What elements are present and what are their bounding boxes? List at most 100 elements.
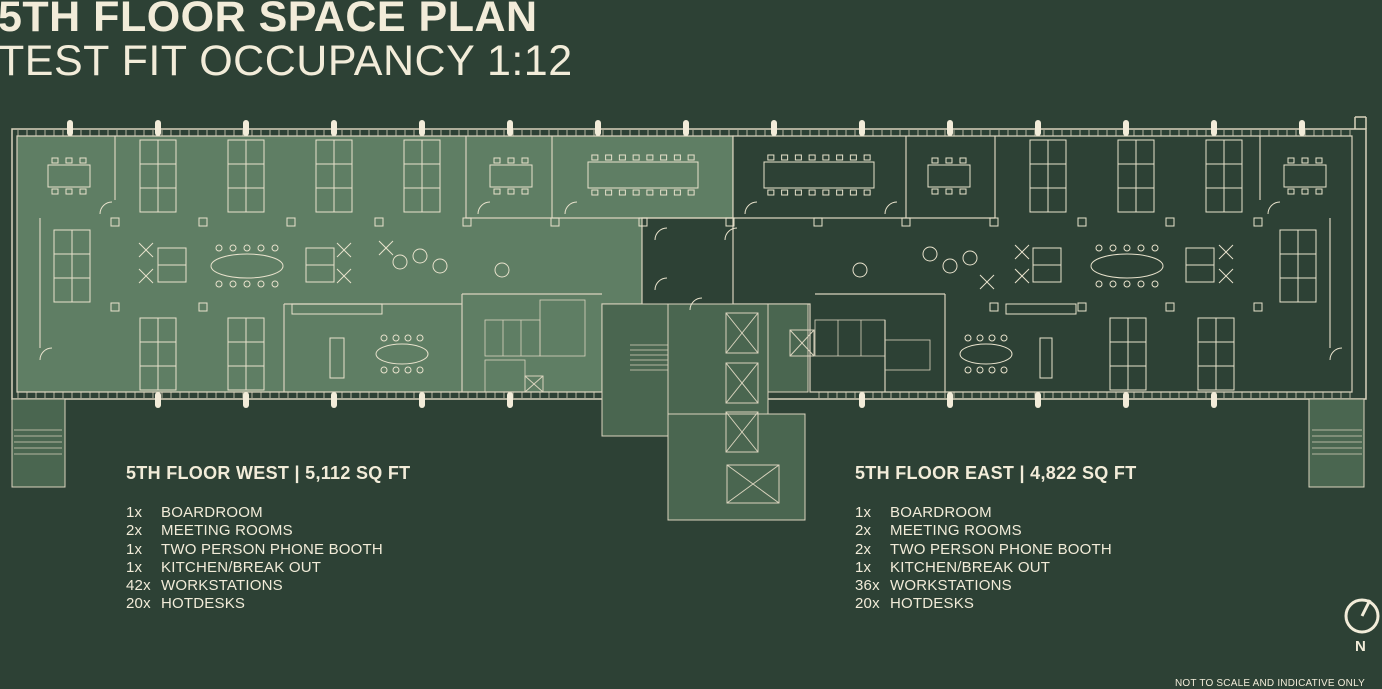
chair	[945, 157, 953, 164]
chair	[257, 280, 265, 288]
oval-table	[210, 253, 284, 279]
plant	[336, 268, 352, 284]
column-square	[1077, 302, 1087, 312]
chair	[1095, 244, 1103, 252]
chair	[964, 366, 972, 374]
plant	[1014, 268, 1030, 284]
chair	[849, 189, 857, 196]
column-square	[638, 217, 648, 227]
item-qty: 1x	[126, 504, 143, 521]
column-square	[813, 217, 823, 227]
lounge-chair	[412, 248, 428, 264]
chair	[945, 188, 953, 195]
chair	[591, 189, 599, 196]
lounge-chair	[392, 254, 408, 270]
chair	[794, 189, 802, 196]
column-square	[1165, 302, 1175, 312]
chair	[521, 157, 529, 164]
chair	[271, 244, 279, 252]
core-stair	[630, 344, 668, 371]
desk	[157, 187, 177, 213]
door-swing	[724, 227, 738, 241]
chair	[380, 366, 388, 374]
chair	[849, 154, 857, 161]
east-stair-tower	[1308, 398, 1365, 488]
chair	[507, 157, 515, 164]
chair	[1000, 366, 1008, 374]
chair	[964, 334, 972, 342]
chair	[959, 188, 967, 195]
column	[947, 392, 953, 408]
column-square	[989, 217, 999, 227]
chair	[1000, 334, 1008, 342]
door-swing	[654, 227, 668, 241]
chair	[988, 366, 996, 374]
washrooms	[484, 299, 931, 393]
chair	[1301, 188, 1309, 195]
column-square	[1165, 217, 1175, 227]
chair	[687, 154, 695, 161]
meeting-table	[489, 164, 533, 188]
east-heading: 5TH FLOOR EAST | 4,822 SQ FT	[855, 463, 1137, 483]
oval-table	[375, 343, 429, 365]
chair	[380, 334, 388, 342]
plant	[979, 274, 995, 290]
chair	[416, 366, 424, 374]
chair	[1287, 157, 1295, 164]
column	[419, 392, 425, 408]
chair	[1095, 280, 1103, 288]
chair	[1137, 280, 1145, 288]
chair	[673, 154, 681, 161]
lounge-chair	[432, 258, 448, 274]
desk	[245, 187, 265, 213]
column	[771, 120, 777, 136]
plant	[1014, 244, 1030, 260]
item-qty: 20x	[126, 595, 151, 613]
meeting-table	[47, 164, 91, 188]
column-square	[110, 217, 120, 227]
page-subtitle: TEST FIT OCCUPANCY 1:12	[0, 37, 573, 85]
chair	[767, 189, 775, 196]
column-square	[901, 217, 911, 227]
chair	[605, 154, 613, 161]
chair	[976, 366, 984, 374]
kitchen-island	[329, 337, 345, 379]
door-swing	[564, 201, 578, 215]
chair	[243, 280, 251, 288]
chair	[976, 334, 984, 342]
column	[859, 392, 865, 408]
chair	[404, 366, 412, 374]
meeting-table	[763, 161, 875, 189]
column	[155, 392, 161, 408]
column	[331, 392, 337, 408]
chair	[632, 154, 640, 161]
column-square	[550, 217, 560, 227]
north-arrow-icon: N	[1342, 598, 1382, 658]
lounge-chair	[922, 246, 938, 262]
chair	[404, 334, 412, 342]
chair	[618, 154, 626, 161]
desk	[1047, 187, 1067, 213]
column-square	[286, 217, 296, 227]
door-swing	[744, 201, 758, 215]
chair	[65, 157, 73, 164]
chair	[687, 189, 695, 196]
chair	[959, 157, 967, 164]
item-label: KITCHEN/BREAK OUT	[161, 558, 322, 576]
door-swing	[689, 297, 703, 311]
meeting-table	[927, 164, 971, 188]
chair	[243, 244, 251, 252]
plant	[1218, 268, 1234, 284]
column-square	[374, 217, 384, 227]
lounge-chair	[852, 262, 868, 278]
plant	[138, 268, 154, 284]
item-qty: 1x	[126, 558, 143, 576]
chair	[836, 154, 844, 161]
chair	[1151, 244, 1159, 252]
oval-table	[1090, 253, 1164, 279]
